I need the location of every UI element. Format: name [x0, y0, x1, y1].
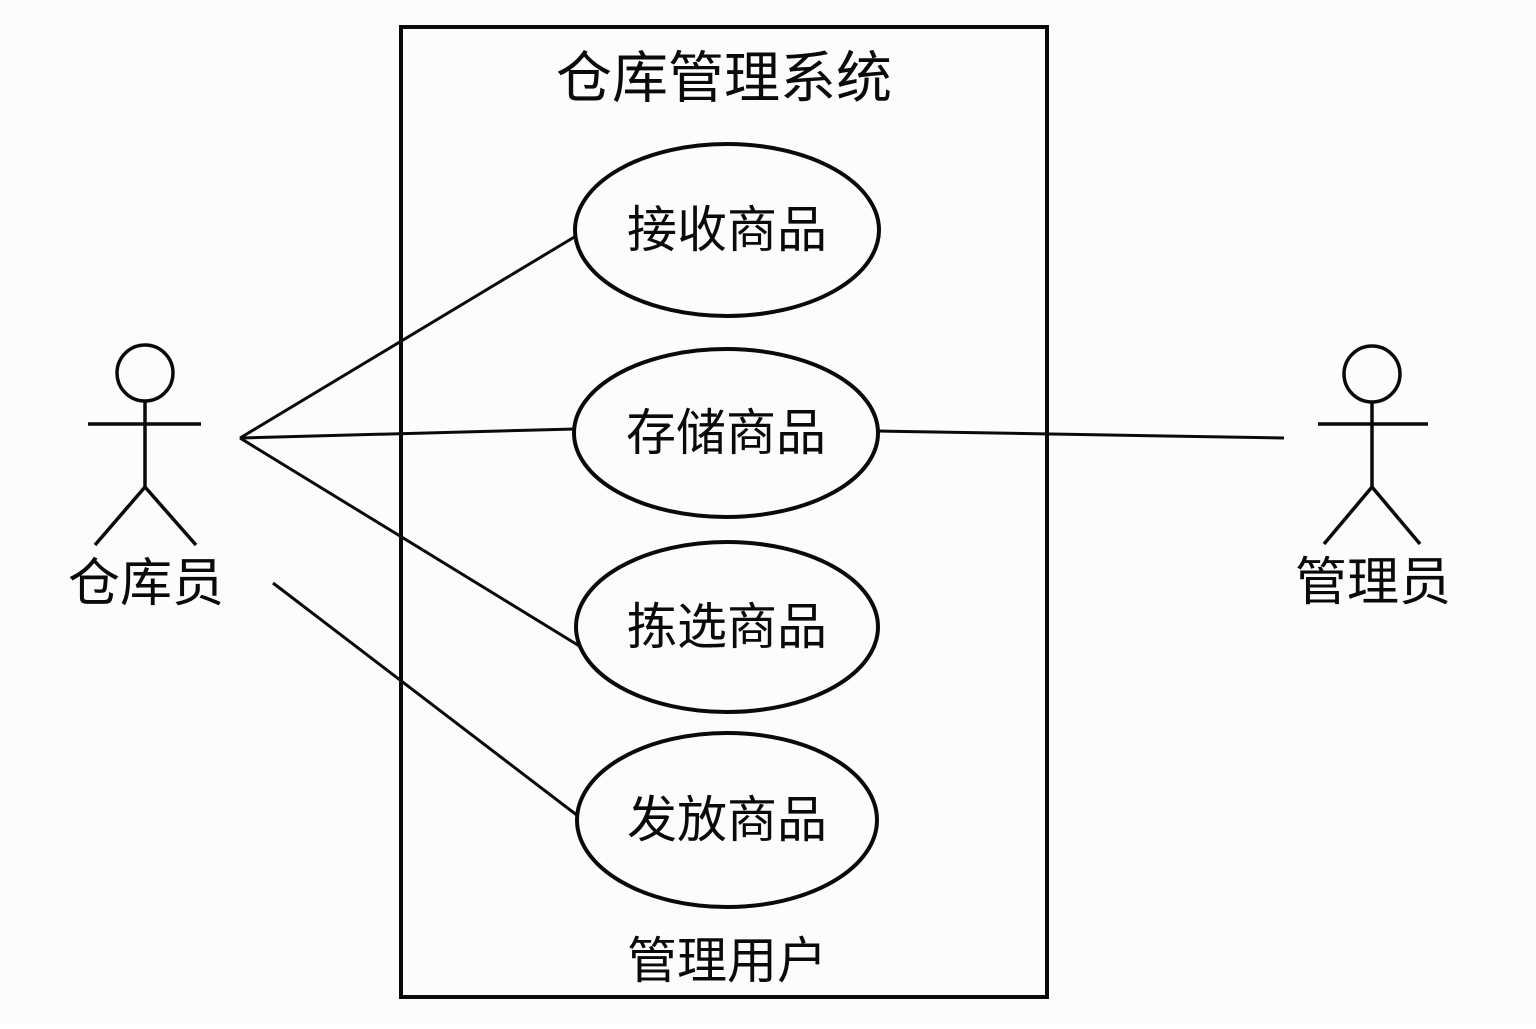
use-case-receive-goods: 接收商品	[573, 142, 881, 318]
actor-head-icon	[115, 343, 175, 403]
association-clerk-issue-goods	[272, 581, 579, 818]
association-clerk-receive-goods	[239, 234, 577, 440]
use-case-label: 拣选商品	[627, 599, 827, 655]
use-case-issue-goods: 发放商品	[575, 731, 879, 909]
use-case-label: 存储商品	[626, 405, 826, 461]
actor-warehouse-clerk: 仓库员	[68, 343, 224, 613]
actor-right-leg-icon	[1370, 485, 1422, 546]
system-boundary: 仓库管理系统 管理用户	[399, 25, 1049, 999]
use-case-ellipse	[572, 347, 880, 519]
use-case-label: 接收商品	[627, 202, 827, 258]
actor-head-icon	[1342, 344, 1402, 404]
actor-left-leg-icon	[1322, 485, 1374, 546]
use-case-label: 发放商品	[627, 792, 827, 848]
system-boundary-box	[399, 25, 1049, 999]
association-clerk-store-goods	[239, 427, 576, 440]
use-case-ellipse	[575, 731, 879, 909]
system-footer-label: 管理用户	[627, 933, 827, 989]
use-case-store-goods: 存储商品	[572, 347, 880, 519]
actor-administrator: 管理员	[1295, 344, 1451, 612]
actor-left-leg-icon	[93, 485, 147, 547]
association-clerk-pick-goods	[239, 436, 582, 649]
actor-label: 仓库员	[68, 555, 224, 613]
use-case-ellipse	[574, 540, 880, 714]
actor-label: 管理员	[1295, 554, 1451, 612]
actor-right-leg-icon	[143, 485, 198, 547]
associations	[239, 234, 1285, 818]
association-admin-store-goods	[877, 429, 1285, 440]
system-title: 仓库管理系统	[556, 47, 892, 110]
use-case-ellipse	[573, 142, 881, 318]
use-case-pick-goods: 拣选商品	[574, 540, 880, 714]
